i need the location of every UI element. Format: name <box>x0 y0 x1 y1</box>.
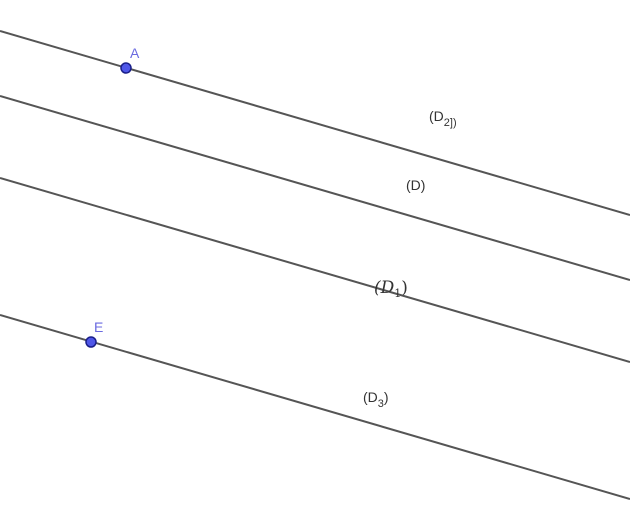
line-label-d1: (D1) <box>374 278 408 300</box>
line-d1[interactable] <box>0 177 630 363</box>
line-label-d1-main: (D <box>374 278 395 298</box>
line-label-d3: (D3) <box>363 389 389 410</box>
line-label-d3-tail: ) <box>384 389 389 405</box>
line-label-d1-sub: 1 <box>394 287 401 300</box>
point-e[interactable] <box>85 336 97 348</box>
point-a[interactable] <box>120 62 132 74</box>
line-label-d3-main: (D <box>363 389 378 405</box>
line-label-d2-sub: 2]) <box>444 117 457 129</box>
line-d[interactable] <box>0 95 630 281</box>
line-label-d3-sub: 3 <box>378 398 384 410</box>
point-a-label: A <box>130 45 140 61</box>
line-label-d2-main: (D <box>429 108 444 124</box>
line-label-d-main: (D) <box>406 177 425 193</box>
line-label-d: (D) <box>406 177 425 193</box>
line-d3[interactable] <box>0 314 630 500</box>
line-label-d2: (D2]) <box>429 108 457 129</box>
line-label-d1-tail: ) <box>401 278 408 298</box>
line-d2[interactable] <box>0 30 630 216</box>
point-e-label: E <box>94 319 103 335</box>
